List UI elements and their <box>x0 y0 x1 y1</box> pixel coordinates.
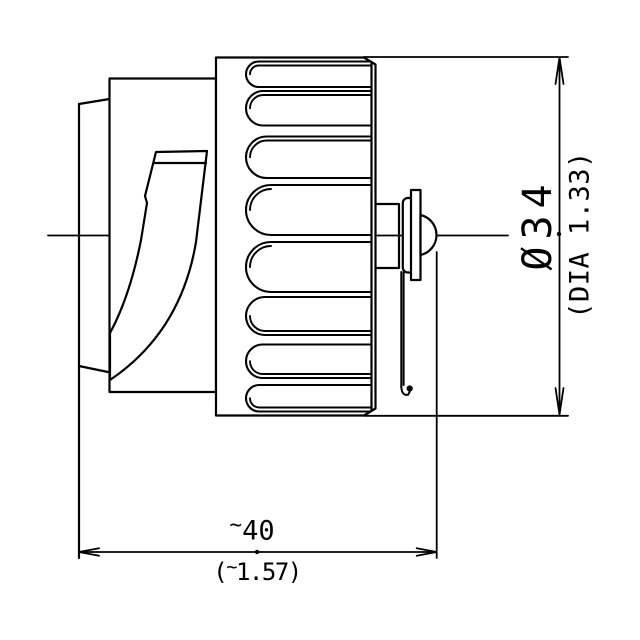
arrowhead-left <box>78 547 100 557</box>
length-alt-label: (~1.57) <box>213 556 302 586</box>
arrowhead-up <box>554 56 565 85</box>
diameter-alt-label: (DIA 1.33) <box>564 151 596 319</box>
flange-plate <box>409 188 422 282</box>
backshell <box>77 97 111 560</box>
arrowhead-right <box>415 547 438 557</box>
end-cap-arc <box>419 213 438 257</box>
safety-wire <box>400 271 413 396</box>
bayonet-ramp <box>108 149 209 382</box>
diameter-dimension <box>363 56 569 417</box>
approx-symbol: ~ <box>226 556 237 578</box>
length-dimension <box>78 251 438 559</box>
dimension-dot <box>254 549 260 555</box>
approx-symbol: ~ <box>229 511 243 537</box>
coupling-nut <box>214 56 377 417</box>
dimension-dot <box>556 231 562 237</box>
gasket <box>401 196 412 274</box>
arrowhead-down <box>554 387 565 416</box>
length-label: ~40 <box>229 511 275 547</box>
rear-barrel <box>374 202 401 270</box>
nut-grooves <box>244 60 372 413</box>
wire-ball-end <box>406 385 413 392</box>
diameter-label: Ø34 <box>515 177 561 271</box>
